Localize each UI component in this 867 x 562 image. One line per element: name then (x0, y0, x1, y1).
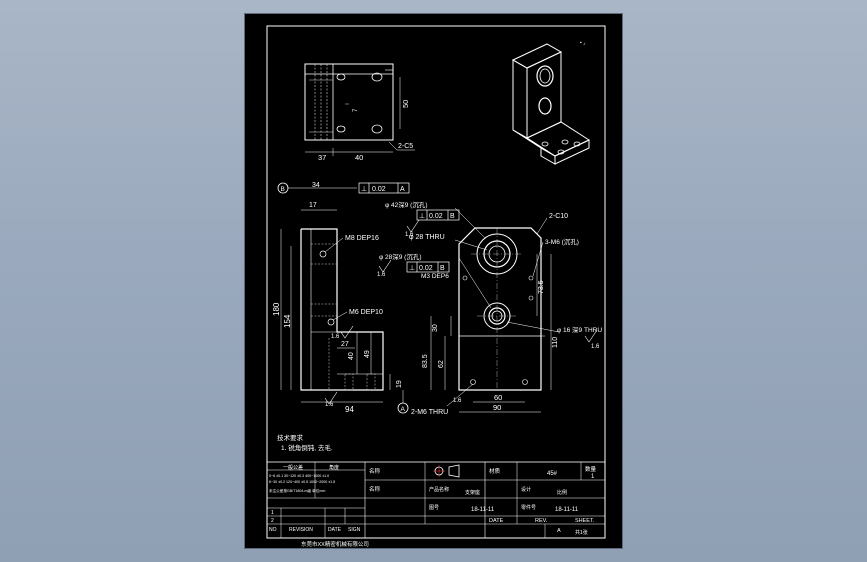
dim-30: 30 (432, 324, 439, 332)
note-2-m6-thru: 2-M6 THRU (411, 409, 448, 416)
tolerance-row-2: 6~30 ±0.2 120~400 ±0.5 1000~2000 ±1.5 (269, 480, 335, 484)
dim-180: 180 (272, 302, 281, 316)
dim-110: 110 (552, 337, 559, 348)
tolerance-row-1: 0~6 ±0.1 30~120 ±0.3 400~1000 ±1.0 (269, 474, 329, 478)
drawing-no-value: 18-11-11 (471, 507, 495, 513)
dim-27: 27 (341, 341, 349, 348)
dim-19: 19 (396, 380, 403, 388)
sheet-count: 共1张 (575, 529, 588, 536)
tolerance-header: 角度 (329, 464, 339, 471)
rev-value: A (557, 528, 561, 534)
tech-req-line: 1. 锐角倒钝, 去毛. (281, 443, 333, 452)
right-view: φ 42深9 (沉孔) ⊥ 0.02 B 1.6 φ 28 THRU φ 28深… (377, 200, 602, 416)
drawing-no-value2: 18-11-11 (555, 507, 579, 513)
row-2: 2 (271, 518, 274, 524)
note-phi16: φ 16 深9 THRU (557, 325, 602, 334)
technical-drawing: 37 40 7 50 2-C5 (266, 25, 606, 548)
dim-154: 154 (283, 314, 292, 328)
note-phi28: φ 28深9 (沉孔) (379, 252, 422, 261)
note-2-c5: 2-C5 (398, 143, 413, 150)
roughness-4: 1.6 (377, 272, 386, 278)
qty-label: 数量 (585, 465, 597, 473)
roughness-5: 1.6 (591, 344, 600, 350)
roughness-1: 1.6 (325, 402, 334, 408)
scale-label: 设计 (521, 486, 531, 493)
tech-requirements: 技术要求 1. 锐角倒钝, 去毛. (277, 433, 333, 452)
drawing-no-label: 图号 (429, 505, 439, 511)
iso-note: ▪ ⌟ (580, 40, 586, 46)
roughness-6: 1.6 (453, 398, 462, 404)
sign-label: SIGN (348, 527, 361, 533)
material-label: 材质 (489, 467, 501, 475)
small-label: 比例 (557, 489, 567, 496)
fcf-b1-tol: 0.02 (429, 213, 443, 220)
dim-34: 34 (312, 182, 320, 189)
dim-94: 94 (345, 405, 354, 414)
note-phi28-thru: φ 28 THRU (409, 234, 445, 241)
part-value: 支架座 (465, 489, 480, 496)
dim-40: 40 (355, 153, 363, 162)
row-1: 1 (271, 510, 274, 516)
qty-value: 1 (591, 474, 595, 480)
datum-a: A (401, 406, 406, 413)
note-2-c10: 2-C10 (549, 213, 568, 220)
company-name: 东莞市XX精密机械有限公司 (301, 540, 369, 548)
no-label: NO (269, 527, 277, 533)
fcf-b2-datum: B (440, 265, 445, 272)
fcf-b2-tol: 0.02 (419, 265, 433, 272)
roughness-2: 1.6 (331, 334, 340, 340)
dim-60: 60 (494, 393, 502, 402)
dim-49: 49 (364, 350, 371, 358)
rev-label: REV. (535, 518, 548, 524)
tolerance-title: 一般公差 (283, 464, 303, 471)
front-view: B 34 ⊥ 0.02 A (272, 182, 410, 414)
tech-req-title: 技术要求 (277, 433, 304, 442)
note-m3: M3 DEP6 (421, 273, 449, 280)
title-block: 一般公差 角度 0~6 ±0.1 30~120 ±0.3 400~1000 ±1… (266, 461, 606, 548)
dim-73-5: 73.5 (538, 280, 545, 294)
roughness-3: 1.6 (405, 232, 414, 238)
isometric-view: ▪ ⌟ (511, 40, 591, 165)
note-m6: M6 DEP10 (349, 309, 383, 316)
part-label: 产品名称 (429, 486, 449, 493)
datum-b: B (281, 186, 285, 193)
note-m8: M8 DEP16 (345, 235, 379, 242)
dim-90: 90 (493, 403, 501, 412)
dim-37: 37 (318, 153, 326, 162)
dim-50: 50 (401, 100, 410, 108)
projection-symbol (433, 464, 460, 478)
material-value: 45# (547, 471, 558, 477)
fcf-a-tol: 0.02 (372, 186, 386, 193)
drawing-no-label2: 零件号 (521, 504, 536, 511)
drawing-sheet: 37 40 7 50 2-C5 (244, 13, 623, 549)
sheet-label: SHEET. (575, 518, 595, 524)
fcf-a-datum: A (400, 186, 405, 193)
dim-62: 62 (438, 360, 445, 368)
dim-83-5: 83.5 (422, 354, 429, 368)
top-view: 37 40 7 50 2-C5 (304, 63, 415, 162)
fcf-b1-datum: B (450, 213, 455, 220)
revision-label: REVISION (289, 527, 313, 533)
date-label: DATE (489, 518, 504, 524)
fcf-b2-symbol: ⊥ (409, 265, 415, 272)
dim-40-v: 40 (348, 352, 355, 360)
name-label: 名称 (369, 467, 381, 475)
fcf-b1-symbol: ⊥ (419, 213, 425, 220)
fcf-a-symbol: ⊥ (361, 186, 367, 193)
date-label-2: DATE (328, 527, 342, 533)
note-phi42: φ 42深9 (沉孔) (385, 200, 428, 209)
dim-17: 17 (309, 202, 317, 209)
drawing-border (266, 25, 606, 539)
cn-header: 名称 (369, 485, 381, 493)
dim-7: 7 (353, 108, 359, 112)
tolerance-note: 未注公差按GB/T1804-m级 单位mm (269, 488, 325, 493)
note-3-m6: 3-M6 (沉孔) (545, 238, 579, 246)
